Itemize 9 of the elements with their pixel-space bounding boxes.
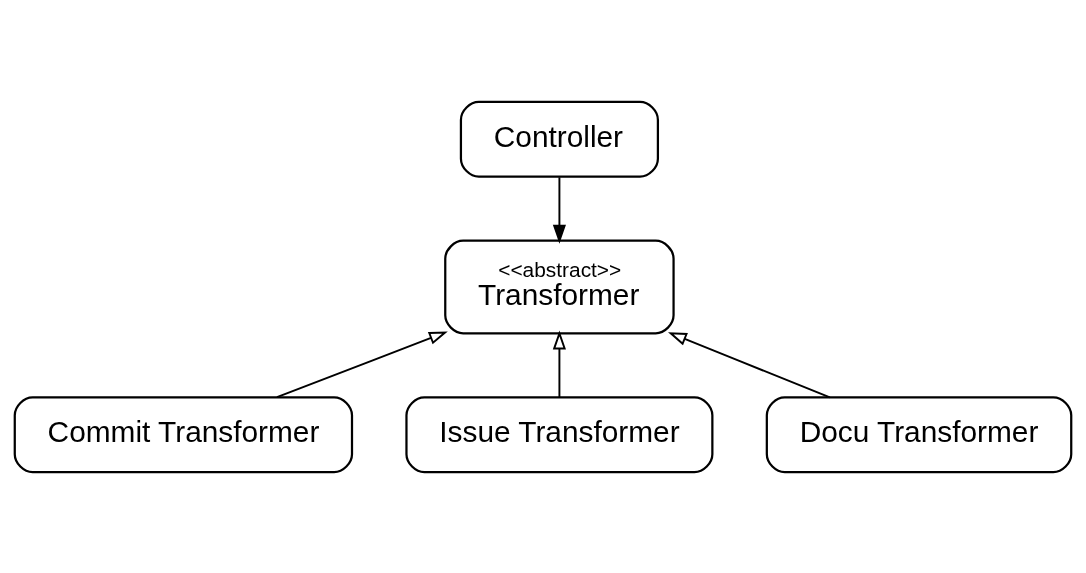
node-box: Commit Transformer	[13, 395, 354, 473]
node-box: <<abstract>> Transformer	[444, 239, 675, 334]
arrow	[668, 331, 831, 398]
node-box: Docu Transformer	[765, 395, 1073, 473]
node-box: Issue Transformer	[405, 395, 714, 473]
arrow	[552, 175, 566, 244]
arrow	[552, 330, 566, 398]
arrow	[276, 330, 448, 398]
node-box: Controller	[459, 100, 659, 178]
